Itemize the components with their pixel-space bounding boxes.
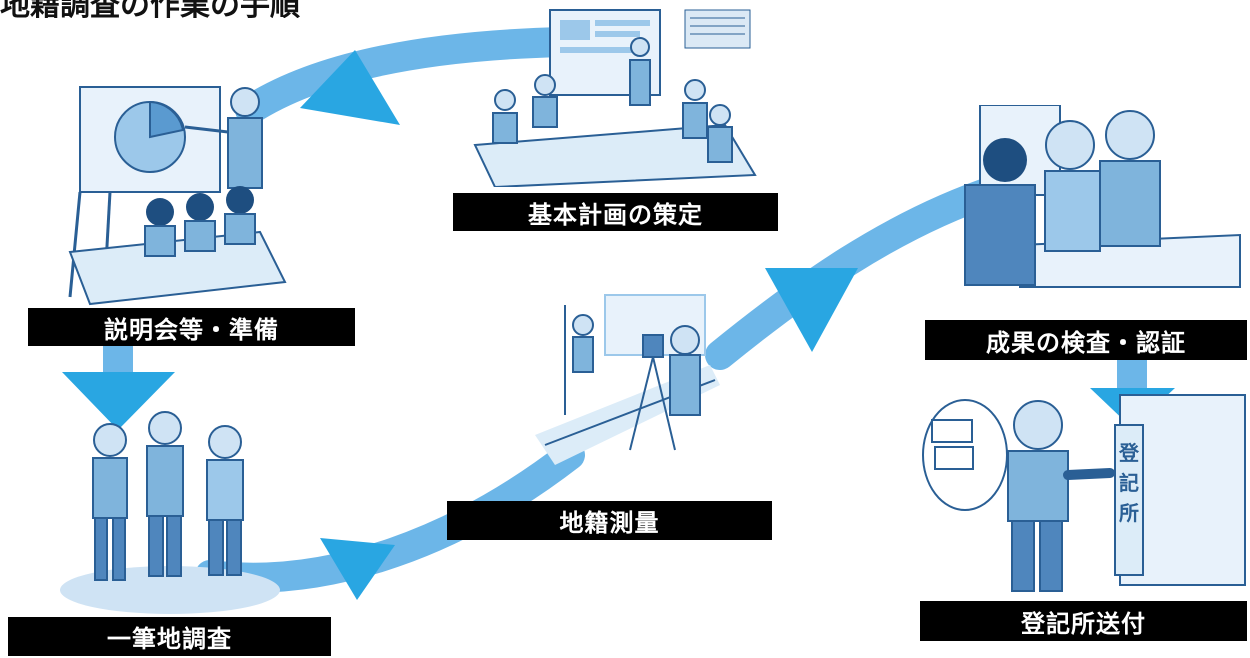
arrow-cadastral-to-inspection bbox=[705, 175, 1010, 370]
arrowhead-right bbox=[765, 268, 858, 352]
step-label-cadastral-survey: 地籍測量 bbox=[447, 501, 772, 540]
field-survey-illustration bbox=[60, 411, 280, 614]
step-label-field-survey: 一筆地調査 bbox=[8, 617, 331, 656]
page-title: 地籍調査の作業の手順 bbox=[0, 0, 300, 18]
planning-meeting-illustration bbox=[473, 9, 757, 187]
registry-sign-char-1: 登 bbox=[1118, 441, 1140, 465]
arrowhead-left bbox=[62, 372, 175, 430]
arrowhead-top bbox=[300, 50, 400, 125]
arrow-plan-to-briefing bbox=[235, 27, 580, 125]
cadastral-survey-illustration bbox=[535, 294, 720, 465]
arrowhead-bottom bbox=[320, 538, 395, 600]
step-label-plan: 基本計画の策定 bbox=[453, 193, 778, 231]
registry-sign-char-3: 所 bbox=[1119, 501, 1139, 525]
briefing-illustration bbox=[68, 86, 287, 306]
registry-sign-char-2: 記 bbox=[1119, 471, 1139, 495]
step-label-registry: 登記所送付 bbox=[920, 601, 1247, 641]
step-label-inspection: 成果の検査・認証 bbox=[925, 320, 1247, 360]
step-label-briefing: 説明会等・準備 bbox=[28, 308, 355, 346]
registry-office-illustration: 登 記 所 bbox=[922, 394, 1246, 592]
inspection-illustration bbox=[964, 105, 1241, 288]
